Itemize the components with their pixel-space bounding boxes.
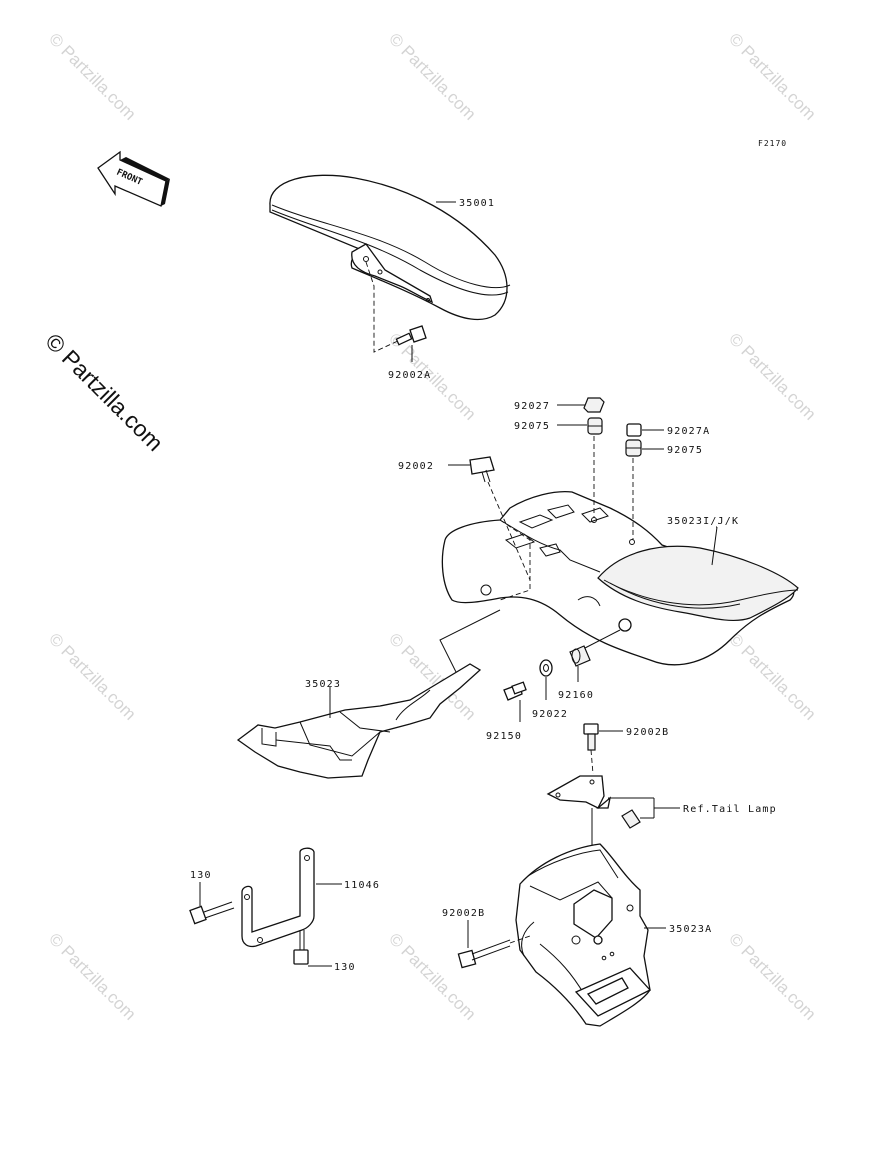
rear-fender: 35023I/J/K — [441, 436, 799, 666]
figure-code: F2170 — [758, 139, 787, 148]
grommet-92027: 92027 — [514, 397, 605, 413]
part-label-11046: 11046 — [344, 880, 380, 891]
bolt-92002: 92002 — [398, 456, 495, 483]
spacer-92075-right: 92075 — [625, 439, 703, 457]
part-label-92027: 92027 — [514, 401, 550, 412]
watermark: © Partzilla.com — [725, 29, 819, 123]
part-label-92002B: 92002B — [626, 727, 669, 738]
part-label-92027A: 92027A — [667, 426, 710, 437]
part-label-92075: 92075 — [667, 445, 703, 456]
bolt-92002B-left: 92002B — [442, 908, 531, 969]
watermark: © Partzilla.com — [725, 329, 819, 423]
part-label-92160: 92160 — [558, 690, 594, 701]
watermark-large: © Partzilla.com — [40, 328, 168, 456]
part-label-35023: 35023 — [305, 679, 341, 690]
bracket-11046: 11046 — [241, 847, 380, 948]
bolt-92002A: 92002A — [365, 261, 431, 381]
front-fender: 35001 — [269, 174, 511, 321]
grommet-92027A: 92027A — [626, 423, 710, 437]
watermark: © Partzilla.com — [45, 929, 139, 1023]
ref-tail-lamp-label: Ref.Tail Lamp — [683, 804, 777, 815]
watermark: © Partzilla.com — [385, 929, 479, 1023]
license-bracket: 35023A — [515, 843, 712, 1027]
collar-92150: 92150 — [486, 681, 527, 742]
watermark: © Partzilla.com — [725, 629, 819, 723]
part-label-130: 130 — [334, 962, 356, 973]
rear-fender-lower: 35023 — [236, 663, 482, 779]
part-label-92002A: 92002A — [388, 370, 431, 381]
bolt-92002B-top: 92002B — [583, 723, 669, 775]
watermark: © Partzilla.com — [385, 29, 479, 123]
part-label-92075: 92075 — [514, 421, 550, 432]
watermark: © Partzilla.com — [45, 629, 139, 723]
spacer-92075-left: 92075 — [514, 417, 603, 435]
bolt-130-top: 130 — [189, 870, 235, 925]
bolt-130-bottom: 130 — [293, 930, 356, 973]
washer-92022: 92022 — [532, 659, 568, 720]
part-label-35001: 35001 — [459, 198, 495, 209]
part-label-35023IJK: 35023I/J/K — [667, 516, 739, 527]
part-label-35023A: 35023A — [669, 924, 712, 935]
connector-line — [439, 609, 501, 677]
front-arrow-icon: FRONT — [97, 150, 170, 207]
part-label-92002: 92002 — [398, 461, 434, 472]
part-label-92002B: 92002B — [442, 908, 485, 919]
tail-lamp-bracket: Ref.Tail Lamp — [546, 775, 777, 868]
part-label-92022: 92022 — [532, 709, 568, 720]
damper-92160: 92160 — [558, 629, 621, 701]
part-label-130: 130 — [190, 870, 212, 881]
watermark: © Partzilla.com — [725, 929, 819, 1023]
part-label-92150: 92150 — [486, 731, 522, 742]
watermark: © Partzilla.com — [45, 29, 139, 123]
